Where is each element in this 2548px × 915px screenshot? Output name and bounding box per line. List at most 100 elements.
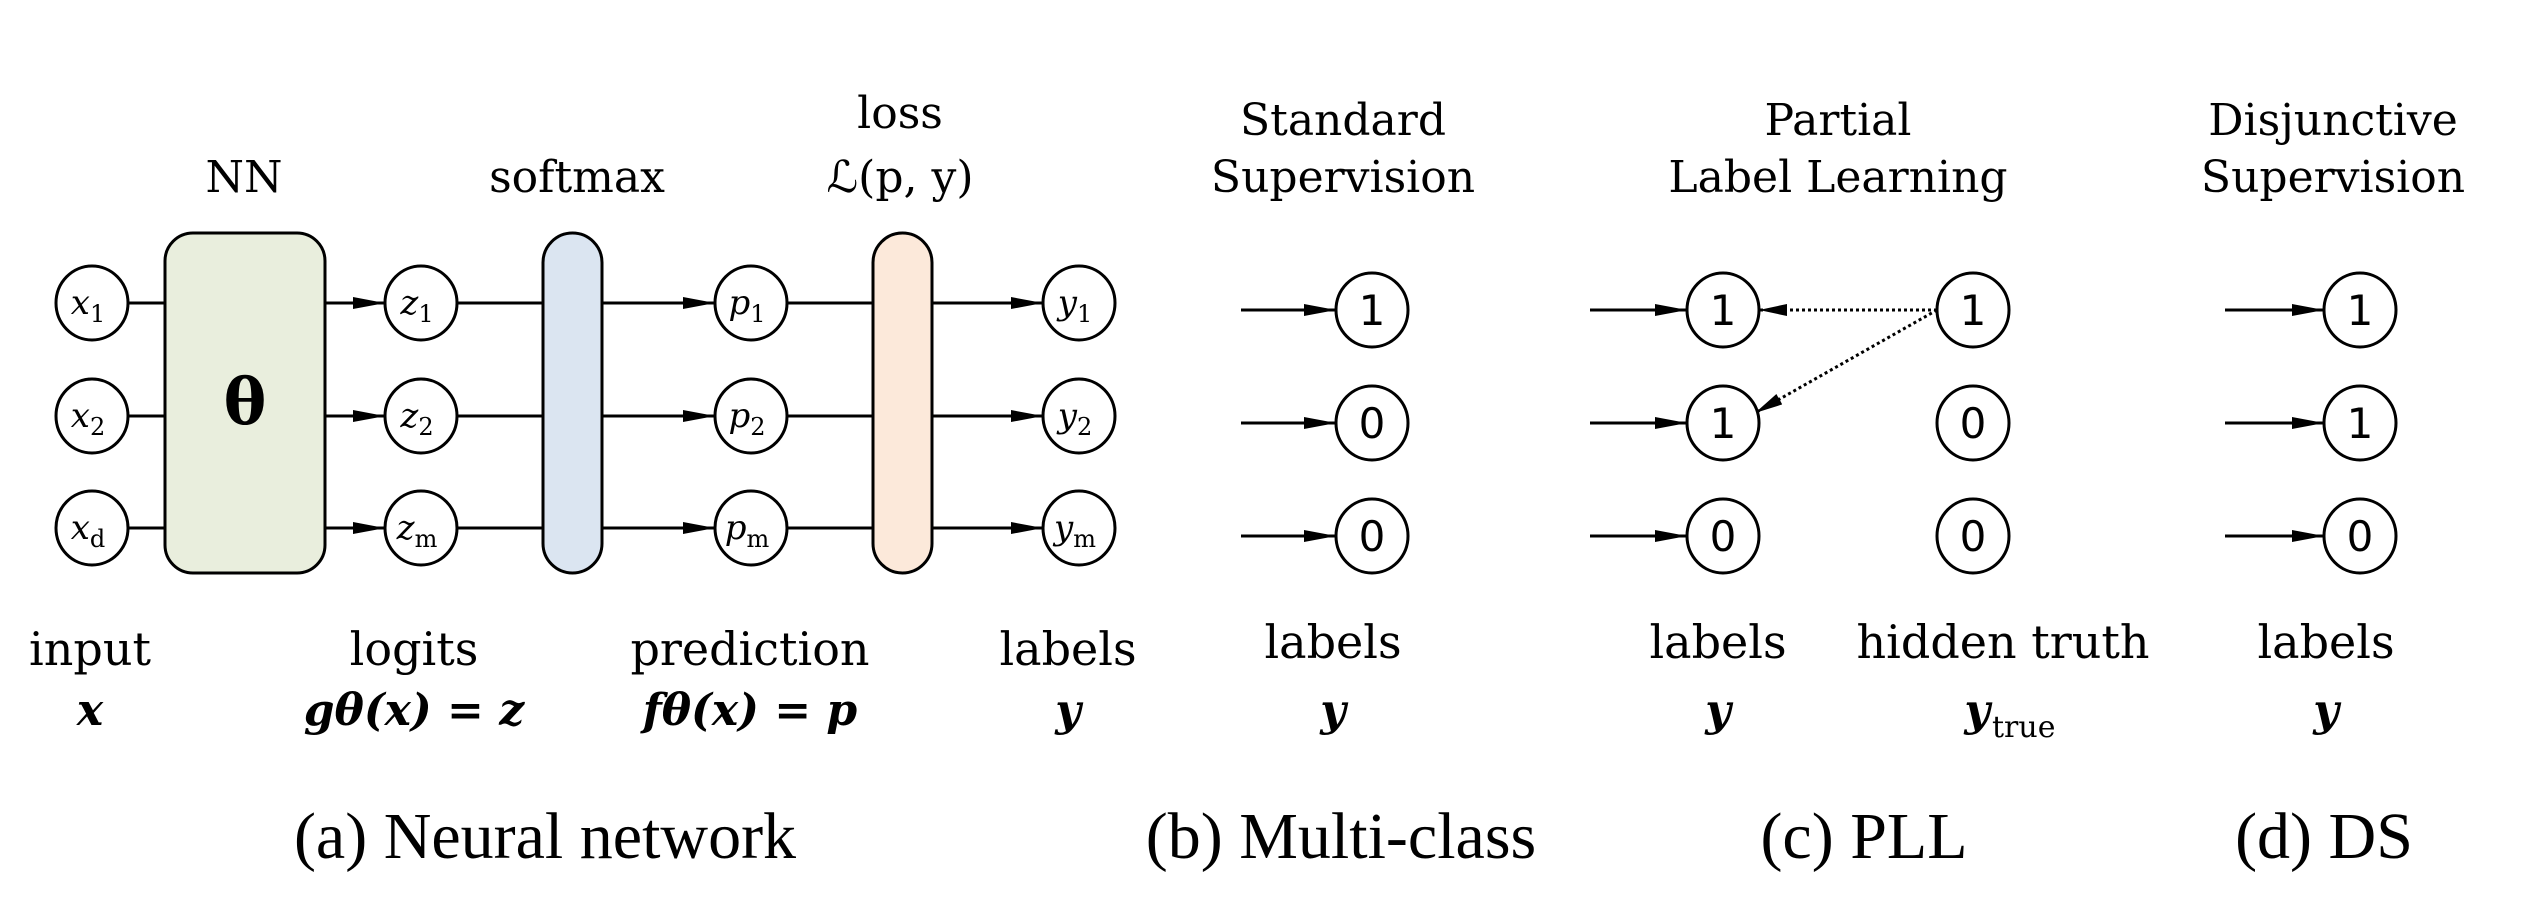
pll-label-node-circle	[1685, 384, 1761, 462]
ds-label-node-circle	[2322, 384, 2398, 462]
multiclass-label-node-value: 1	[1359, 286, 1386, 335]
ds-labels-label: labels	[2257, 615, 2394, 669]
pll-labels-math: y	[1704, 685, 1734, 736]
edges-group	[128, 297, 1043, 534]
standard-title-line1: Standard	[1240, 95, 1446, 146]
standard-title-line2: Supervision	[1211, 152, 1475, 203]
hidden-truth-node-circle	[1935, 384, 2011, 462]
label-node: y1	[1041, 264, 1117, 342]
ds-labels-group: 1 1 0	[2225, 271, 2398, 575]
prediction-node: p2	[713, 377, 789, 455]
input-node-circle	[54, 489, 130, 567]
multiclass-labels-group: 1 0 0	[1241, 271, 1410, 575]
hidden-truth-node-circle	[1935, 497, 2011, 575]
logit-node: z1	[383, 264, 459, 342]
logit-node-circle	[383, 489, 459, 567]
ds-title-line2: Supervision	[2201, 152, 2465, 203]
input-node-circle	[54, 264, 130, 342]
loss-title: loss	[857, 88, 943, 139]
caption-a: (a) Neural network	[294, 800, 796, 873]
pll-label-node: 1	[1685, 271, 1761, 349]
hidden-truth-label: hidden truth	[1857, 615, 2150, 669]
label-node: y2	[1041, 377, 1117, 455]
pll-label-node-circle	[1685, 271, 1761, 349]
logits-math: gθ(x) = z	[304, 685, 525, 736]
softmax-block	[541, 231, 604, 575]
panel-multi-class: Standard Supervision 100 labels y (b) Mu…	[1146, 95, 1536, 873]
hidden-truth-node: 0	[1935, 497, 2011, 575]
ds-label-node: 1	[2322, 384, 2398, 462]
hidden-truth-node: 1	[1935, 271, 2011, 349]
multiclass-label-node-value: 0	[1359, 399, 1386, 448]
nn-title: NN	[206, 152, 283, 203]
loss-block	[871, 231, 934, 575]
pll-label-node-value: 0	[1710, 512, 1737, 561]
dotted-edge-truth-to-label-2	[1754, 308, 1938, 415]
pll-title-line2: Label Learning	[1668, 152, 2007, 203]
hidden-truth-subscript: true	[1992, 710, 2055, 745]
labels-math: y	[1054, 685, 1084, 736]
prediction-node-circle	[713, 264, 789, 342]
ds-label-node-circle	[2322, 497, 2398, 575]
logits-label: logits	[350, 622, 479, 676]
pll-nodes-group: 1 1 1 0 0 0	[1590, 271, 2011, 575]
pll-label-node: 0	[1685, 497, 1761, 575]
multiclass-label-node: 1	[1334, 271, 1410, 349]
loss-formula: ℒ(p, y)	[826, 152, 973, 203]
label-node-circle	[1041, 377, 1117, 455]
pll-labels-label: labels	[1649, 615, 1786, 669]
prediction-math: fθ(x) = p	[640, 685, 858, 736]
theta-symbol: θ	[224, 365, 267, 440]
input-node: xd	[54, 489, 130, 567]
panel-ds: Disjunctive Supervision 110 labels y (d)…	[2201, 95, 2465, 873]
multiclass-label-node: 0	[1334, 497, 1410, 575]
panel-pll: Partial Label Learning 1 1 1 0 0 0 labels y h…	[1590, 95, 2149, 873]
prediction-node: pm	[713, 489, 789, 567]
input-node-circle	[54, 377, 130, 455]
panel-neural-network: NN softmax loss ℒ(p, y) θ x1 z1 p1 y1 x2 z2 p2…	[29, 88, 1137, 873]
caption-d: (d) DS	[2235, 800, 2413, 873]
input-node: x2	[54, 377, 130, 455]
input-node: x1	[54, 264, 130, 342]
ds-label-node-circle	[2322, 271, 2398, 349]
labels-label: labels	[999, 622, 1136, 676]
prediction-label: prediction	[630, 622, 869, 676]
caption-b: (b) Multi-class	[1146, 800, 1536, 873]
logit-node: zm	[383, 489, 459, 567]
input-math: x	[76, 685, 104, 736]
prediction-node-circle	[713, 489, 789, 567]
multiclass-labels-math: y	[1319, 685, 1349, 736]
hidden-truth-node: 0	[1935, 384, 2011, 462]
label-node: ym	[1041, 489, 1117, 567]
multiclass-label-node-circle	[1334, 271, 1410, 349]
softmax-title: softmax	[489, 152, 665, 203]
ds-label-node-value: 0	[2347, 512, 2374, 561]
input-label: input	[29, 622, 151, 676]
label-node-circle	[1041, 264, 1117, 342]
pll-label-node: 1	[1685, 384, 1761, 462]
multiclass-label-node: 0	[1334, 384, 1410, 462]
prediction-node: p1	[713, 264, 789, 342]
logit-node: z2	[383, 377, 459, 455]
hidden-truth-node-value: 0	[1960, 512, 1987, 561]
ds-label-node: 0	[2322, 497, 2398, 575]
prediction-node-label: p1	[728, 283, 765, 328]
ds-label-node-value: 1	[2347, 286, 2374, 335]
hidden-truth-math: y	[1963, 685, 1993, 736]
pll-title-line1: Partial	[1765, 95, 1912, 146]
ds-label-node-value: 1	[2347, 399, 2374, 448]
ds-title-line1: Disjunctive	[2208, 95, 2458, 146]
multiclass-label-node-value: 0	[1359, 512, 1386, 561]
pll-label-node-value: 1	[1710, 286, 1737, 335]
hidden-truth-node-circle	[1935, 271, 2011, 349]
hidden-truth-node-value: 1	[1960, 286, 1987, 335]
label-node-circle	[1041, 489, 1117, 567]
ds-label-node: 1	[2322, 271, 2398, 349]
prediction-node-circle	[713, 377, 789, 455]
caption-c: (c) PLL	[1760, 800, 1967, 873]
pll-label-node-value: 1	[1710, 399, 1737, 448]
pll-label-node-circle	[1685, 497, 1761, 575]
hidden-truth-node-value: 0	[1960, 399, 1987, 448]
logit-node-circle	[383, 377, 459, 455]
